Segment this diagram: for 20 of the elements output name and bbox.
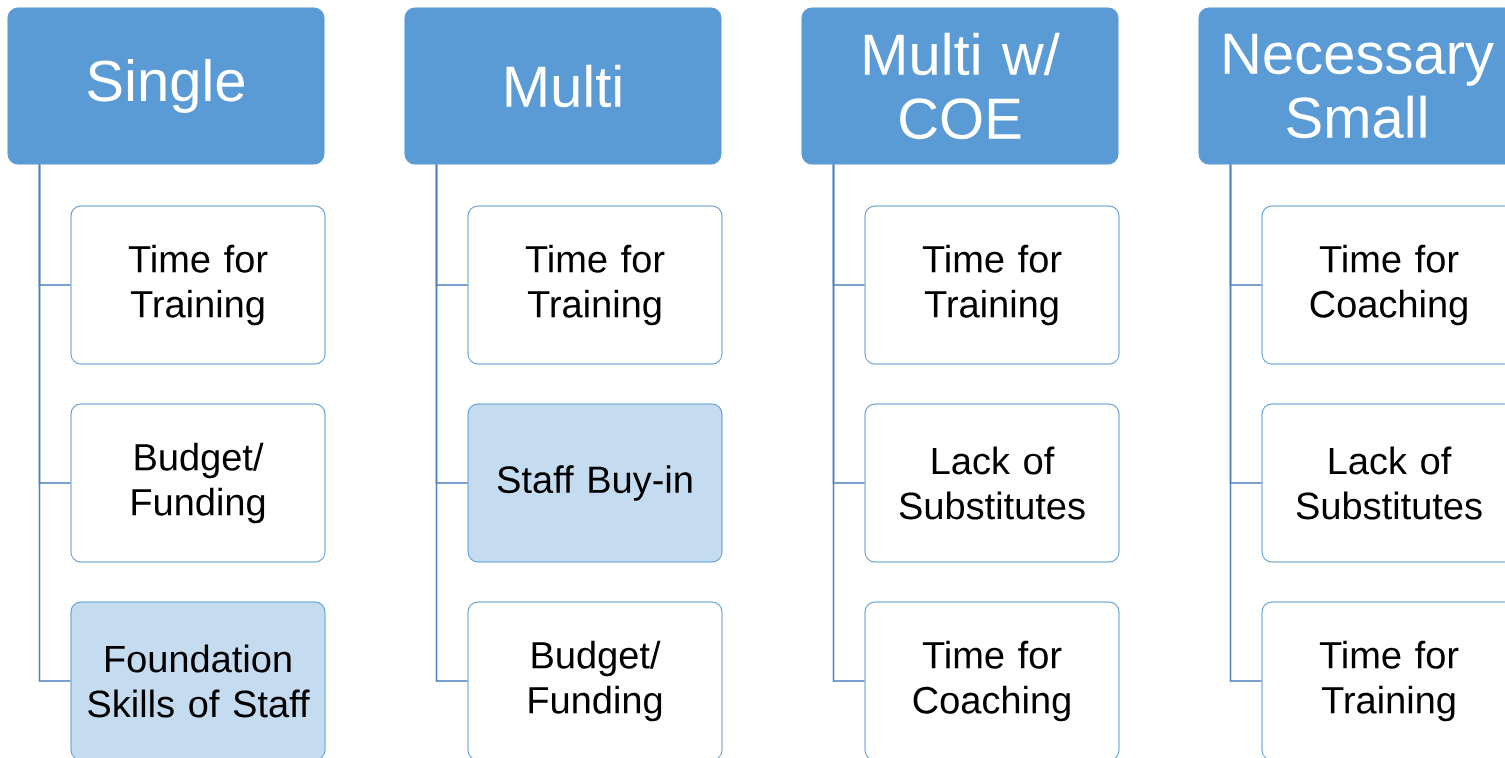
item-box: Lack of Substitutes (1261, 403, 1505, 563)
item-box: Time for Training (467, 205, 723, 365)
item-box: Time for Training (1261, 601, 1505, 758)
connector-line (1229, 163, 1263, 682)
item-box: Time for Training (864, 205, 1120, 365)
item-box: Time for Training (70, 205, 326, 365)
header-box: Single (7, 7, 325, 165)
item-box: Time for Coaching (1261, 205, 1505, 365)
item-box: Time for Coaching (864, 601, 1120, 758)
item-box: Lack of Substitutes (864, 403, 1120, 563)
item-box: Foundation Skills of Staff (70, 601, 326, 758)
connector-line (38, 163, 72, 682)
item-box: Budget/ Funding (467, 601, 723, 758)
header-box: Multi w/ COE (801, 7, 1119, 165)
item-box: Staff Buy-in (467, 403, 723, 563)
connector-line (832, 163, 866, 682)
item-box: Budget/ Funding (70, 403, 326, 563)
connector-line (435, 163, 469, 682)
header-box: Necessary Small (1198, 7, 1505, 165)
header-box: Multi (404, 7, 722, 165)
